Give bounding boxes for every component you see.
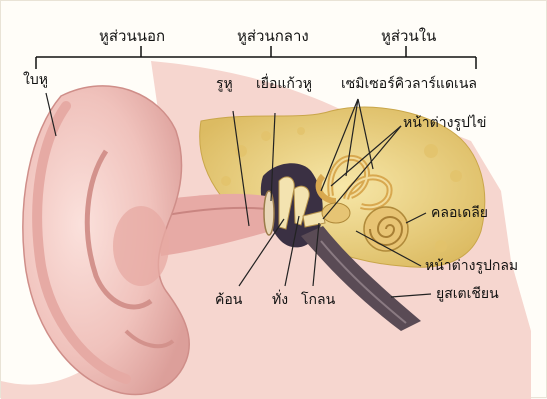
label-ear-canal: รูหู bbox=[216, 77, 233, 91]
label-cochlea: คลอเดลีย bbox=[431, 206, 488, 220]
label-malleus: ค้อน bbox=[215, 293, 242, 307]
label-round-window: หน้าต่างรูปกลม bbox=[425, 259, 518, 273]
section-inner-ear: หูส่วนใน bbox=[381, 29, 436, 44]
label-semicircular-canals: เซมิเซอร์คิวลาร์แดเนล bbox=[341, 77, 477, 91]
section-middle-ear: หูส่วนกลาง bbox=[237, 29, 309, 44]
section-bracket bbox=[36, 46, 476, 69]
vestibule bbox=[322, 203, 350, 223]
label-pinna: ใบหู bbox=[23, 73, 48, 87]
label-eustachian-tube: ยูสเตเชียน bbox=[436, 287, 499, 301]
label-oval-window: หน้าต่างรูปไข่ bbox=[403, 116, 486, 130]
label-eardrum: เยื่อแก้วหู bbox=[256, 77, 312, 91]
label-stapes: โกลน bbox=[301, 293, 335, 307]
section-outer-ear: หูส่วนนอก bbox=[99, 29, 165, 44]
eardrum bbox=[264, 191, 274, 235]
cochlea-shape bbox=[364, 207, 408, 251]
label-incus: ทั่ง bbox=[272, 293, 288, 307]
